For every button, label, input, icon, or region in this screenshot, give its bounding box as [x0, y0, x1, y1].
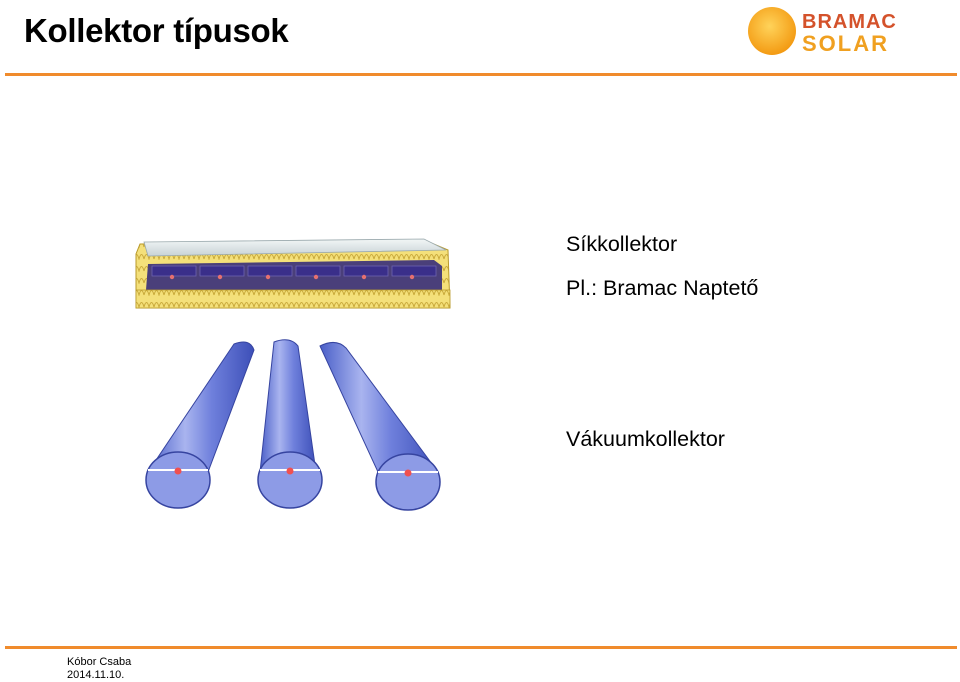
flat-plate-collector-illustration	[135, 238, 451, 309]
logo-line-1: BRAMAC	[802, 11, 897, 33]
bramac-solar-logo: BRAMAC SOLAR	[748, 7, 897, 56]
logo-line-2: SOLAR	[802, 31, 889, 56]
vacuum-tube-collector-illustration	[145, 339, 441, 511]
footer-rule	[5, 646, 957, 649]
footer-author: Kóbor Csaba	[67, 656, 132, 668]
caption-vacuum-collector: Vákuumkollektor	[566, 427, 725, 451]
slide-title: Kollektor típusok	[24, 12, 289, 49]
header-rule	[5, 73, 957, 76]
caption-flat-collector: Síkkollektor	[566, 232, 678, 256]
footer-date: 2014.11.10.	[67, 669, 125, 681]
caption-example: Pl.: Bramac Naptető	[566, 276, 759, 300]
